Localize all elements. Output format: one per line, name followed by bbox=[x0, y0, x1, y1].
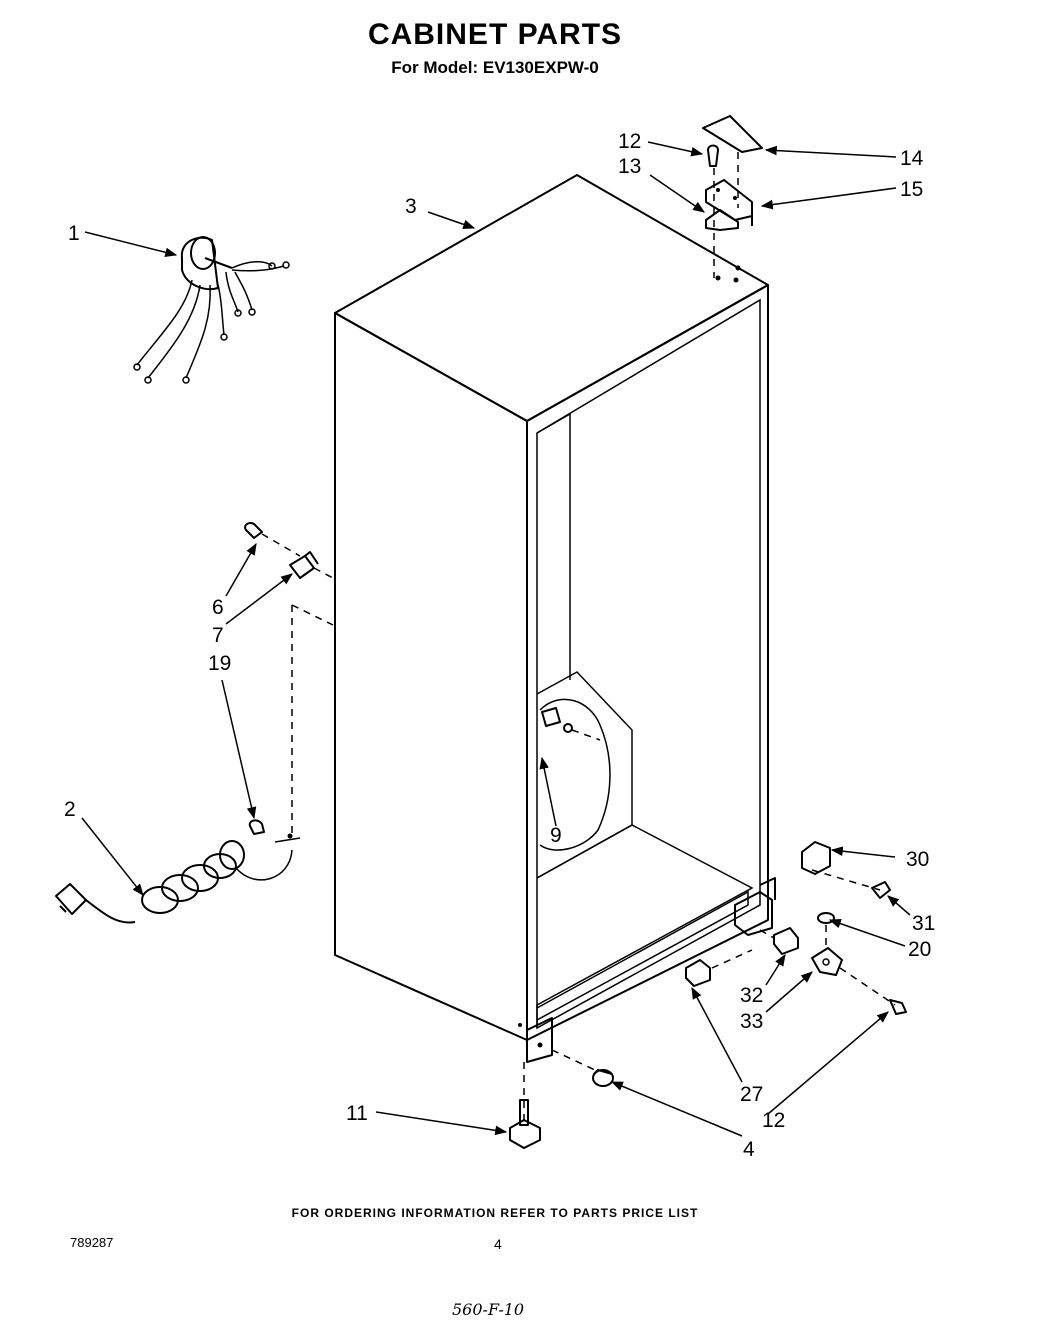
model-subtitle: For Model: EV130EXPW-0 bbox=[391, 58, 599, 77]
block-part-27 bbox=[685, 949, 753, 987]
part-label: 1 bbox=[68, 222, 80, 245]
screw-clip-part bbox=[244, 522, 334, 579]
part-label: 2 bbox=[64, 798, 76, 821]
light-socket-part bbox=[133, 236, 290, 384]
part-label: 13 bbox=[618, 155, 641, 178]
pad-part-30 bbox=[801, 841, 881, 891]
part-label: 4 bbox=[743, 1138, 755, 1161]
part-label: 32 bbox=[740, 984, 763, 1007]
cabinet-body bbox=[334, 174, 776, 1063]
shim-part-32 bbox=[759, 927, 799, 955]
part-label: 6 bbox=[212, 596, 224, 619]
handwritten-note: 560-F-10 bbox=[452, 1300, 525, 1319]
hinge-shim-part bbox=[705, 209, 739, 231]
part-label: 7 bbox=[212, 624, 224, 647]
screw-part-31 bbox=[871, 881, 891, 899]
cap-part-4 bbox=[551, 1049, 614, 1087]
part-label: 12 bbox=[618, 130, 641, 153]
leveling-leg-part-11 bbox=[509, 1062, 541, 1149]
washer-part-20 bbox=[817, 912, 835, 950]
part-label: 11 bbox=[346, 1102, 368, 1125]
ordering-note: FOR ORDERING INFORMATION REFER TO PARTS … bbox=[291, 1206, 699, 1220]
part-labels: 1 2 3 4 6 7 9 11 12 12 13 14 15 19 20 27… bbox=[64, 130, 935, 1161]
part-label: 3 bbox=[405, 195, 417, 218]
part-label: 20 bbox=[908, 938, 931, 961]
part-label: 31 bbox=[912, 912, 935, 935]
power-cord-part bbox=[55, 833, 301, 924]
part-label: 27 bbox=[740, 1083, 763, 1106]
part-label: 15 bbox=[900, 178, 923, 201]
screw-part-19 bbox=[248, 604, 334, 840]
part-label: 30 bbox=[906, 848, 929, 871]
part-label: 19 bbox=[208, 652, 231, 675]
part-label: 14 bbox=[900, 147, 924, 170]
part-label: 9 bbox=[550, 824, 562, 847]
page-title: CABINET PARTS bbox=[367, 18, 623, 51]
part-label: 12 bbox=[762, 1109, 785, 1132]
roller-bracket-part-33 bbox=[811, 947, 896, 1006]
connector-part-9 bbox=[541, 707, 601, 741]
leader-lines bbox=[81, 141, 911, 1137]
hinge-cover-part bbox=[702, 115, 763, 208]
hinge-part bbox=[705, 179, 753, 226]
part-label: 33 bbox=[740, 1010, 763, 1033]
page-number: 4 bbox=[494, 1236, 502, 1252]
screw-part-bottom bbox=[889, 999, 907, 1015]
document-number: 789287 bbox=[70, 1235, 114, 1250]
